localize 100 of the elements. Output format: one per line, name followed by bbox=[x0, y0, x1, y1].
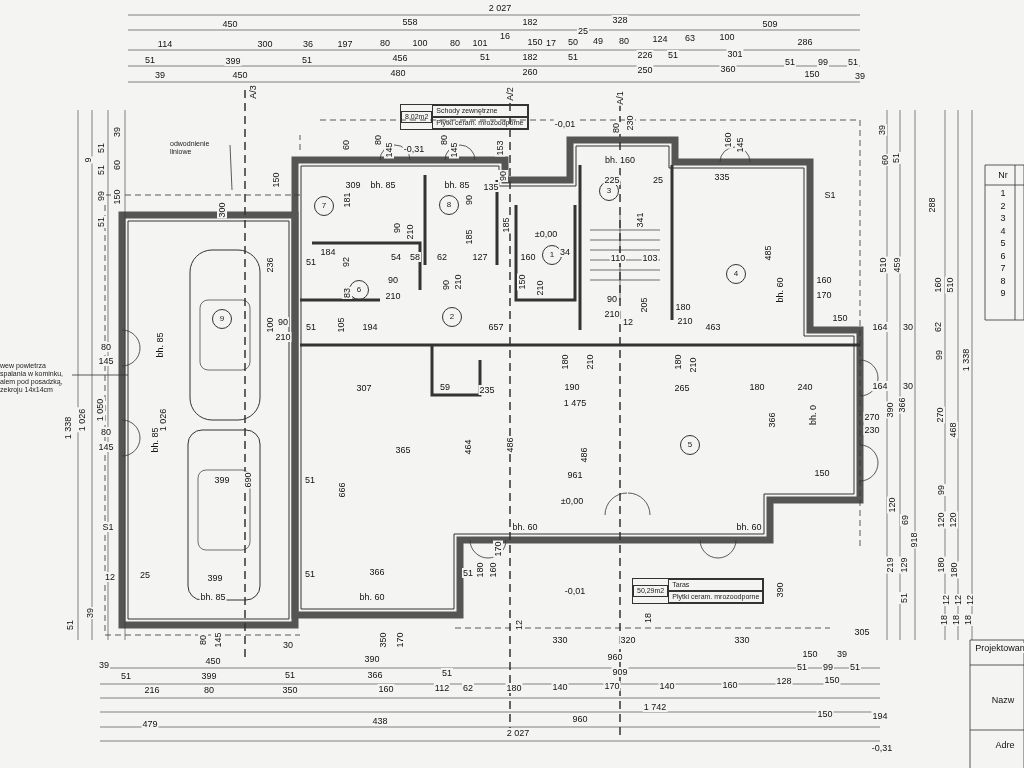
table-cell: 9 bbox=[999, 288, 1007, 298]
dimension-number: 145 bbox=[97, 442, 115, 452]
dimension-number: 51 bbox=[891, 152, 901, 164]
dimension-number: 2 027 bbox=[505, 728, 531, 738]
dimension-number: 366 bbox=[897, 396, 907, 414]
dimension-number: 105 bbox=[336, 316, 346, 334]
table-cell: 2 bbox=[999, 201, 1007, 211]
leader-line bbox=[229, 144, 233, 191]
dimension-number: 399 bbox=[224, 56, 242, 66]
dimension-number: 150 bbox=[823, 675, 841, 685]
dimension-number: 666 bbox=[337, 481, 347, 499]
dimension-number: 300 bbox=[217, 201, 227, 219]
dimension-number: 12 bbox=[514, 619, 524, 631]
dimension-number: 210 bbox=[384, 291, 402, 301]
dimension-number: 960 bbox=[606, 652, 624, 662]
dimension-number: 51 bbox=[847, 57, 859, 67]
dimension-number: 180 bbox=[936, 556, 946, 574]
dimension-number: 180 bbox=[505, 683, 523, 693]
dimension-number: 39 bbox=[85, 607, 95, 619]
dimension-number: 30 bbox=[282, 640, 294, 650]
dimension-number: 286 bbox=[796, 37, 814, 47]
dimension-number: 12 bbox=[965, 594, 975, 606]
table-cell: 6 bbox=[999, 251, 1007, 261]
leader-line bbox=[71, 374, 129, 376]
dimension-number: 39 bbox=[154, 70, 166, 80]
table-cell: Nr bbox=[997, 170, 1009, 180]
dimension-number: 80 bbox=[379, 38, 391, 48]
dimension-number: 150 bbox=[803, 69, 821, 79]
dimension-number: 39 bbox=[836, 649, 848, 659]
dimension-number: 194 bbox=[871, 711, 889, 721]
dimension-number: 110 bbox=[609, 253, 627, 263]
dimension-number: 51 bbox=[462, 568, 474, 578]
dimension-number: 1 338 bbox=[63, 415, 73, 441]
sill-height-label: bh. 60 bbox=[735, 522, 763, 532]
dimension-number: 114 bbox=[156, 39, 174, 49]
dimension-number: 240 bbox=[796, 382, 814, 392]
dimension-number: 140 bbox=[658, 681, 676, 691]
dimension-number: 180 bbox=[674, 302, 692, 312]
table-cell: 1 bbox=[999, 188, 1007, 198]
dimension-number: 463 bbox=[704, 322, 722, 332]
dimension-number: 480 bbox=[389, 68, 407, 78]
dimension-number: 51 bbox=[567, 52, 579, 62]
level-mark: ±0,00 bbox=[559, 496, 585, 506]
dimension-number: 92 bbox=[341, 256, 351, 268]
section-mark: A/3 bbox=[248, 84, 258, 100]
dimension-number: 909 bbox=[611, 667, 629, 677]
dimension-number: 51 bbox=[144, 55, 156, 65]
dimension-number: 210 bbox=[688, 356, 698, 374]
sill-height-label: bh. 85 bbox=[369, 180, 397, 190]
section-mark: S1 bbox=[101, 522, 115, 532]
dimension-number: 170 bbox=[603, 681, 621, 691]
dimension-number: 335 bbox=[713, 172, 731, 182]
dimension-number: 150 bbox=[112, 188, 122, 206]
dimension-number: 210 bbox=[603, 309, 621, 319]
dimension-number: 90 bbox=[441, 279, 451, 291]
dimension-number: 486 bbox=[505, 436, 515, 454]
dimension-number: 145 bbox=[213, 631, 223, 649]
dimension-number: 510 bbox=[945, 276, 955, 294]
dimension-number: 12 bbox=[941, 594, 951, 606]
dimension-number: 18 bbox=[951, 614, 961, 626]
dimension-number: 18 bbox=[963, 614, 973, 626]
dimension-number: 60 bbox=[880, 154, 890, 166]
dimension-number: 150 bbox=[271, 171, 281, 189]
dimension-number: 236 bbox=[265, 256, 275, 274]
dimension-number: 230 bbox=[863, 425, 881, 435]
dimension-number: 16 bbox=[499, 31, 511, 41]
dimension-number: 145 bbox=[735, 136, 745, 154]
dimension-number: 83 bbox=[342, 287, 352, 299]
dimension-number: 49 bbox=[592, 36, 604, 46]
dimension-number: 350 bbox=[281, 685, 299, 695]
dimension-number: 160 bbox=[815, 275, 833, 285]
dimension-number: 194 bbox=[361, 322, 379, 332]
dimension-number: 180 bbox=[560, 353, 570, 371]
dimension-number: 328 bbox=[611, 15, 629, 25]
sill-height-label: bh. 60 bbox=[358, 592, 386, 602]
dimension-number: 90 bbox=[606, 294, 618, 304]
dimension-number: 80 bbox=[100, 342, 112, 352]
level-mark: -0,01 bbox=[553, 119, 577, 129]
dimension-number: 39 bbox=[112, 126, 122, 138]
dimension-number: 51 bbox=[441, 668, 453, 678]
dimension-number: 235 bbox=[478, 385, 496, 395]
dimension-number: 51 bbox=[849, 662, 861, 672]
dimension-number: 450 bbox=[231, 70, 249, 80]
dimension-number: 350 bbox=[378, 631, 388, 649]
dimension-number: 301 bbox=[726, 49, 744, 59]
dimension-number: 150 bbox=[816, 709, 834, 719]
dimension-number: 558 bbox=[401, 17, 419, 27]
dimension-number: 112 bbox=[433, 683, 451, 693]
dimension-number: 180 bbox=[748, 382, 766, 392]
dimension-number: 250 bbox=[636, 65, 654, 75]
dimension-number: 30 bbox=[902, 381, 914, 391]
dimension-number: 1 050 bbox=[95, 397, 105, 423]
dimension-number: 160 bbox=[933, 276, 943, 294]
dimension-number: 300 bbox=[256, 39, 274, 49]
dimension-number: 365 bbox=[394, 445, 412, 455]
dimension-number: 180 bbox=[475, 561, 485, 579]
level-mark: -0,01 bbox=[563, 586, 587, 596]
dimension-number: 330 bbox=[733, 635, 751, 645]
dimension-number: 450 bbox=[221, 19, 239, 29]
dimension-number: 99 bbox=[817, 57, 829, 67]
